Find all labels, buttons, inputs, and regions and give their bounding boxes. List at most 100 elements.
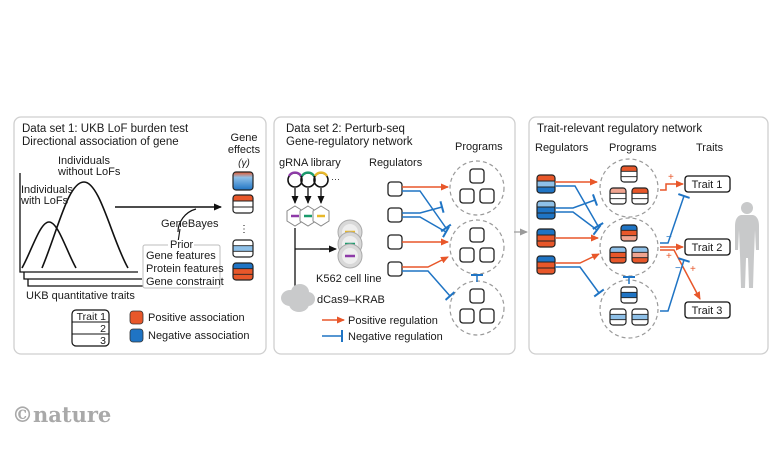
stack-band (233, 268, 253, 275)
panel1-title-line2: Directional association of gene (22, 136, 179, 148)
programs-label: Programs (609, 142, 657, 154)
stack-band (537, 229, 555, 236)
stack-outline (609, 308, 627, 326)
stack-band (621, 166, 637, 172)
stack-outline (232, 262, 254, 281)
positive-edge (555, 253, 600, 264)
stack-band (610, 247, 626, 253)
negative-edge (402, 200, 445, 214)
stack-band (537, 268, 555, 274)
negative-edge (660, 257, 691, 312)
prior-label: Prior (170, 239, 194, 251)
panel-dataset2: Data set 2: Perturb-seq Gene-regulatory … (273, 116, 516, 355)
stack-band (632, 309, 648, 315)
stack-band (632, 257, 648, 263)
stack-band (537, 256, 555, 263)
grna-library-label: gRNA library (279, 157, 341, 169)
panel3-title: Trait-relevant regulatory network (537, 123, 702, 135)
negative-edge (555, 211, 602, 236)
trait-label: Trait 1 (692, 179, 723, 191)
panel-dataset1: Data set 1: UKB LoF burden test Directio… (13, 116, 267, 355)
gene-effect-stack (232, 239, 254, 258)
transduced-cells (286, 205, 330, 227)
panel1-border (13, 116, 267, 355)
xaxis-label: UKB quantitative traits (26, 290, 135, 302)
stack-band (537, 187, 555, 193)
gene-effects-symbol: (γ) (238, 158, 250, 169)
effect-sign: − (675, 263, 681, 274)
dcas9-krab-icon (281, 284, 315, 312)
stack-outline (536, 255, 556, 275)
stack-band (610, 314, 626, 320)
program-gene-stack (609, 246, 627, 264)
trait-box (684, 301, 731, 319)
stack-band (621, 225, 637, 231)
stack-band (537, 175, 555, 182)
prior-item: Gene constraint (146, 276, 224, 288)
grna-ellipsis: ··· (331, 174, 340, 184)
program-gene-box (459, 308, 475, 324)
stack-band (610, 257, 626, 263)
stack-band (233, 195, 253, 202)
stack-band (537, 241, 555, 247)
gene-effects-label-line2: effects (228, 144, 261, 156)
program-gene-box (459, 188, 475, 204)
regulator-stack (536, 200, 556, 220)
stack-band (537, 262, 555, 269)
gene-effect-stack (232, 262, 254, 281)
positive-edge (660, 249, 701, 300)
effect-sign: + (668, 172, 674, 183)
stack-outline (631, 187, 649, 205)
program-gene-box (387, 207, 403, 223)
program-gene-stack (620, 286, 638, 304)
positive-regulation-label: Positive regulation (348, 315, 438, 327)
trait-table: Trait 1 2 3 (71, 309, 110, 347)
stack-outline (609, 246, 627, 264)
program-gene-box (469, 288, 485, 304)
regulator-stack (536, 174, 556, 194)
stack-outline (536, 174, 556, 194)
effect-sign: + (690, 264, 696, 275)
stack-band (632, 198, 648, 204)
panel3-network: +−+−+ (536, 158, 701, 339)
panel2-network (387, 160, 505, 336)
stack-band (233, 245, 253, 252)
ellipsis: ⋮ (239, 224, 249, 235)
grna-plasmids (287, 171, 329, 188)
trait-table-row: 3 (100, 335, 106, 347)
stack-band (233, 207, 253, 213)
stack-band (621, 171, 637, 177)
trait-table-row: 2 (100, 323, 106, 335)
stack-band (621, 230, 637, 236)
panel1-title-line1: Data set 1: UKB LoF burden test (22, 123, 189, 135)
stack-band (632, 247, 648, 253)
stack-band (537, 207, 555, 214)
negative-association-label: Negative association (148, 330, 250, 342)
stack-outline (631, 308, 649, 326)
negative-edge (555, 185, 604, 230)
stack-outline (620, 224, 638, 242)
program-gene-box (387, 234, 403, 250)
with-lofs-label-line1: Individuals (21, 184, 73, 196)
prior-item: Protein features (146, 263, 224, 275)
stack-band (621, 176, 637, 182)
panel2-title-line2: Gene-regulatory network (286, 136, 413, 148)
stack-band (537, 181, 555, 188)
program-gene-box (479, 188, 495, 204)
traits-label: Traits (696, 142, 724, 154)
grna-arrows (291, 188, 325, 204)
program-gene-stack (609, 187, 627, 205)
prior-item: Gene features (146, 250, 216, 262)
stack-band (537, 213, 555, 219)
negative-edge (555, 266, 605, 298)
distribution-axes (19, 173, 146, 287)
negative-association-swatch (129, 328, 144, 343)
program-cluster (599, 158, 659, 218)
with-lofs-curve (21, 221, 77, 269)
program-gene-stack (631, 246, 649, 264)
k562-label: K562 cell line (316, 273, 381, 285)
regulator-stack (536, 255, 556, 275)
program-gene-stack (631, 187, 649, 205)
stack-band (621, 287, 637, 293)
gene-effects-column (232, 171, 254, 281)
